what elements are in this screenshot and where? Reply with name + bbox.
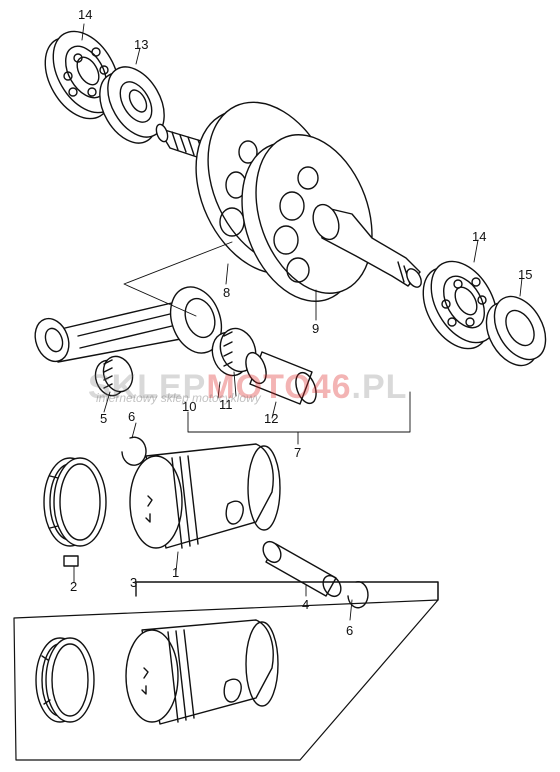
callout-9: 9 xyxy=(312,321,320,336)
callout-13: 13 xyxy=(134,37,149,52)
callout-10: 10 xyxy=(182,399,197,414)
piston-pin-part-4 xyxy=(262,540,342,598)
piston-part-1 xyxy=(129,443,281,549)
callout-11: 11 xyxy=(219,397,233,412)
watermark-logo: SKLEPMOTO46.PL xyxy=(88,368,408,406)
piston-ring-set-part-2 xyxy=(43,457,107,567)
callout-2: 2 xyxy=(70,579,78,594)
piston-set-rings xyxy=(35,637,95,723)
oil-seal-part-13 xyxy=(99,66,165,144)
callout-6-upper: 6 xyxy=(128,409,136,424)
callout-8: 8 xyxy=(223,285,231,300)
callout-5: 5 xyxy=(100,411,108,426)
piston-set-piston xyxy=(125,619,279,725)
circlip-part-6-upper xyxy=(121,436,147,466)
callout-3: 3 xyxy=(130,575,138,590)
needle-bearing-part-5 xyxy=(94,355,134,397)
crank-pin-part-12 xyxy=(245,351,317,405)
callout-12: 12 xyxy=(264,411,279,426)
callout-14-left: 14 xyxy=(78,7,93,22)
oil-seal-part-15 xyxy=(485,295,547,367)
callout-15: 15 xyxy=(518,267,533,282)
callout-1: 1 xyxy=(172,565,180,580)
callout-4: 4 xyxy=(302,597,310,612)
crankshaft-right-shaft xyxy=(312,203,422,288)
connecting-rod-part-10 xyxy=(34,286,223,363)
piston-set-part-3-frame xyxy=(13,581,439,761)
callout-6-lower: 6 xyxy=(346,623,354,638)
callout-7: 7 xyxy=(294,445,302,460)
watermark-tagline: internetowy sklep motocyklowy xyxy=(96,391,261,405)
bearing-right-part-14 xyxy=(422,260,498,350)
callout-14-right: 14 xyxy=(472,229,487,244)
leader-lines xyxy=(73,23,523,621)
